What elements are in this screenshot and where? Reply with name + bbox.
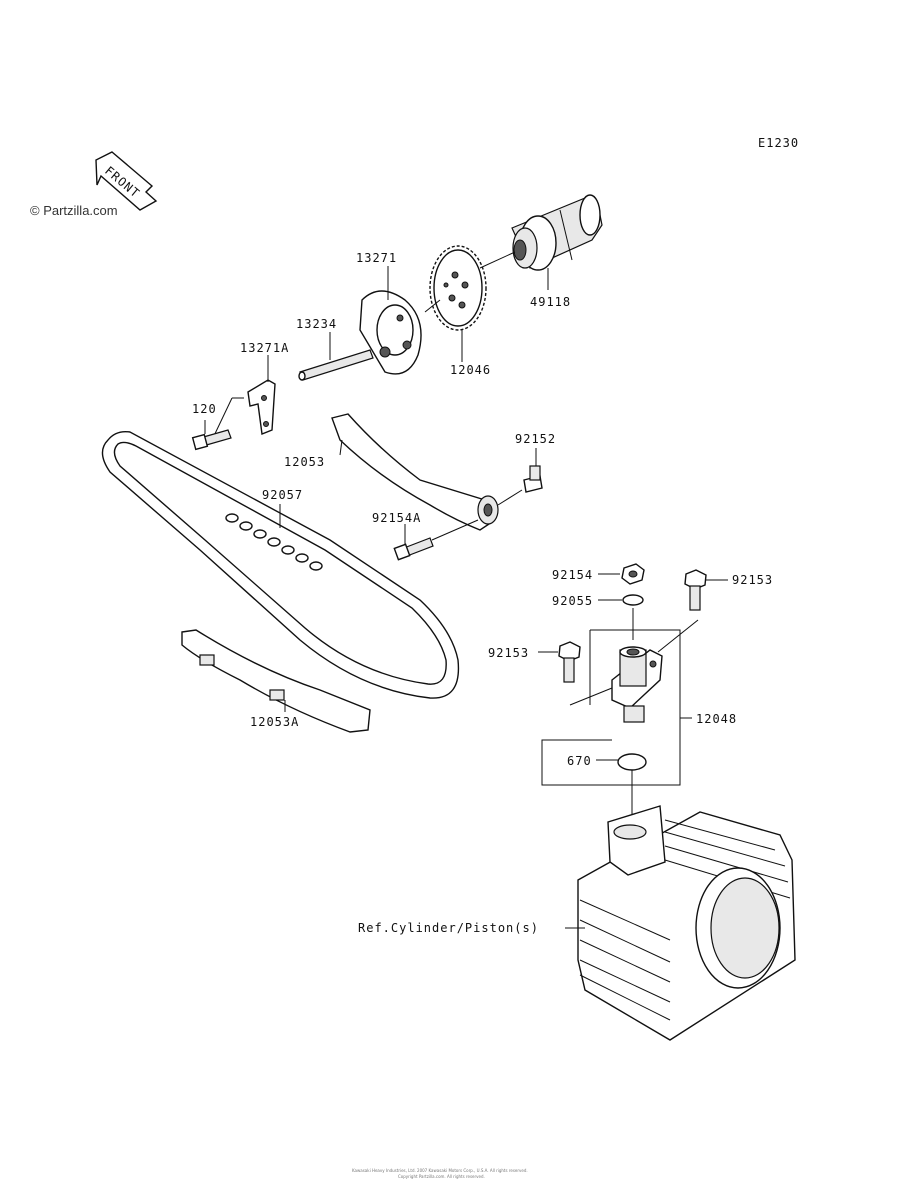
callout-92152: 92152: [515, 432, 556, 446]
callout-ref-cylinder: Ref.Cylinder/Piston(s): [358, 921, 539, 935]
callout-92154: 92154: [552, 568, 593, 582]
cylinder-part: [565, 805, 796, 1041]
callout-49118: 49118: [530, 295, 571, 309]
timing-chain-part: [101, 430, 460, 699]
pin-92152-part: [497, 448, 543, 506]
bolt-92153-right-part: [684, 569, 728, 611]
pin-part: [298, 332, 374, 381]
callout-13271A: 13271A: [240, 341, 289, 355]
callout-92154A: 92154A: [372, 511, 421, 525]
front-arrow-icon: FRONT: [95, 151, 158, 211]
callout-12048: 12048: [696, 712, 737, 726]
chain-links: [225, 513, 323, 571]
callout-92055: 92055: [552, 594, 593, 608]
footer-line-2: Copyright Partzilla.com. All rights rese…: [398, 1174, 485, 1179]
sprocket-part: [429, 245, 516, 362]
o-ring-92055-part: [598, 594, 644, 606]
callout-92153-left: 92153: [488, 646, 529, 660]
lower-guide-part: [181, 629, 371, 733]
footer-line-1: Kawasaki Heavy Industries, Ltd. 2007 Kaw…: [352, 1168, 528, 1173]
camshaft-part: [511, 194, 603, 290]
rotor-plate-part: [359, 266, 441, 375]
bolt-92154A-part: [393, 519, 479, 561]
bracket-part: [211, 355, 276, 441]
tensioner-bracket-lines: [541, 629, 692, 786]
callout-12053: 12053: [284, 455, 325, 469]
bolt-120-part: [191, 420, 232, 451]
bolt-92153-left-part: [538, 641, 581, 683]
diagram-code: E1230: [758, 136, 799, 150]
nut-92154-part: [598, 563, 645, 585]
gasket-670-part: [596, 753, 647, 822]
callout-12046: 12046: [450, 363, 491, 377]
callout-670: 670: [567, 754, 592, 768]
callout-92153-right: 92153: [732, 573, 773, 587]
callout-12053A: 12053A: [250, 715, 299, 729]
chain-guide-part: [331, 413, 499, 531]
callout-92057: 92057: [262, 488, 303, 502]
tensioner-part: [569, 608, 699, 723]
watermark: © Partzilla.com: [30, 203, 118, 218]
callout-13271: 13271: [356, 251, 397, 265]
callout-13234: 13234: [296, 317, 337, 331]
callout-120: 120: [192, 402, 217, 416]
